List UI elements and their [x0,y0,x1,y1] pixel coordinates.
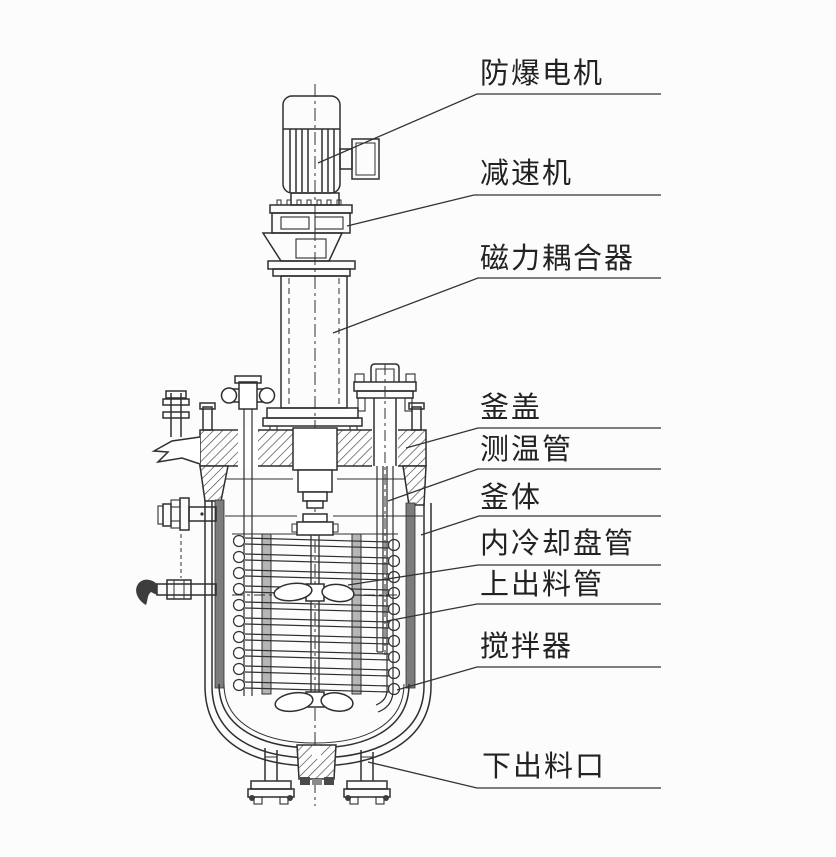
label-temperature-tube: 测温管 [480,434,574,466]
side-drain-cock [136,579,217,605]
leader-lines [317,93,661,789]
leader-lid [405,427,661,449]
label-inner-cooling-coil: 内冷却盘管 [480,528,636,560]
leader-agitator [396,666,661,691]
leader-bottom-outlet [367,761,661,789]
lid-right-nozzle [353,363,417,655]
inner-cooling-coil [232,534,401,696]
side-nozzle-upper [157,497,217,578]
lid-left-lug [151,436,201,465]
leader-body [420,515,661,536]
label-explosion-proof-motor: 防爆电机 [480,58,605,90]
motor [282,95,380,206]
label-magnetic-coupler: 磁力耦合器 [480,243,636,275]
lid-stud-right [411,406,422,431]
upper-discharge-dip-tube [375,466,394,713]
leader-upper-outlet [386,603,661,622]
bottom-discharge-port [296,744,337,785]
support-leg-right [343,750,391,805]
leader-coil [347,564,661,586]
leader-temp-tube [387,468,661,502]
label-kettle-body: 釜体 [480,482,543,514]
label-agitator: 搅拌器 [480,631,574,663]
coil-support-baffles [261,533,362,695]
leader-coupler [332,277,661,334]
label-bottom-discharge-port: 下出料口 [482,751,607,783]
lid-left-small-nozzle [162,390,190,437]
magnetic-coupler [262,260,363,453]
leader-reducer [346,194,661,227]
leader-motor [317,93,661,164]
terminal-box [351,138,380,180]
reducer-gearbox [261,199,353,262]
lid-stud-left [202,406,213,431]
label-reducer: 减速机 [480,158,574,190]
agitator-impellers [232,582,398,713]
label-kettle-lid: 釜盖 [480,392,543,424]
label-upper-discharge-pipe: 上出料管 [480,569,605,601]
temperature-tube-pipe [376,466,384,653]
agitator-shaft-housing [291,427,339,707]
lid-valve [220,375,276,696]
support-leg-left [247,748,295,805]
